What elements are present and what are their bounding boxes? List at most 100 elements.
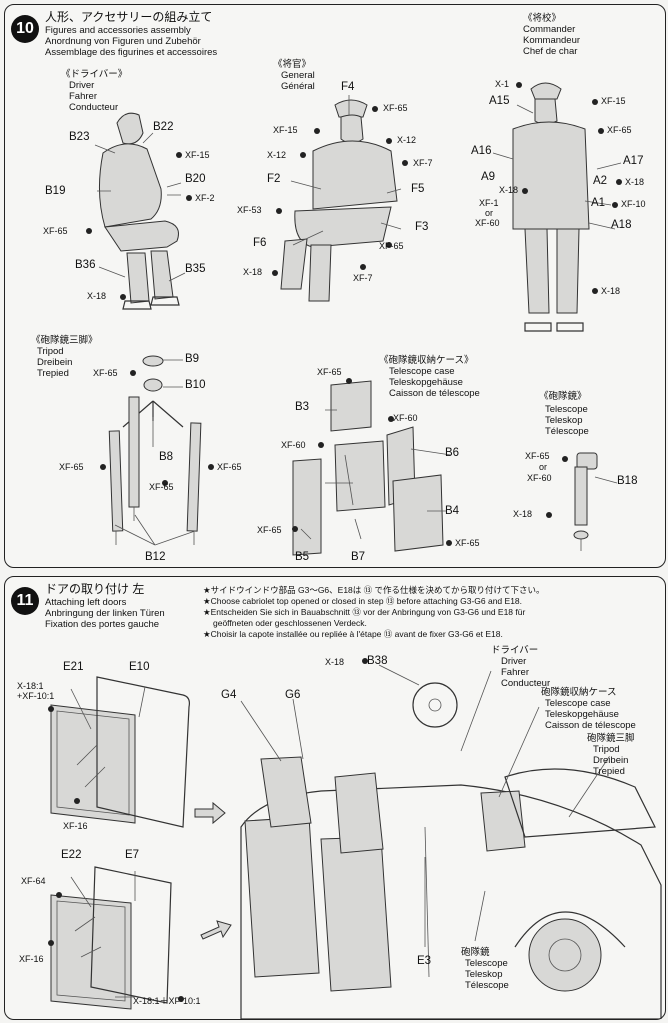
general-figure [280,99,398,302]
part-b22: B22 [153,121,174,133]
paint-or-telescope: or [539,462,548,472]
part-f6: F6 [253,237,267,249]
paint-xf15-general: XF-15 [273,125,298,135]
part-b18: B18 [617,475,638,487]
paint-x12-general-b: X-12 [267,150,287,160]
part-e10: E10 [129,661,150,673]
paint-or-commander: or [485,208,494,218]
driver-label-fr: Conducteur [69,102,119,113]
part-f5: F5 [411,183,425,195]
telescope-drawing [573,452,598,551]
step-11-paint-dots [48,658,368,1002]
tripod11-label-jp: 砲隊鏡三脚 [587,733,635,744]
paint-xf65-tripod-a: XF-65 [93,368,118,378]
step-11-note-jp: ★サイドウインドウ部品 G3～G6、E18は ⑬ で作る仕様を決めてから取り付け… [203,585,545,595]
paint-x18-commander-a: X-18 [625,177,645,187]
tripod11-label-fr: Trepied [593,766,625,777]
telescope11-label-jp: 砲隊鏡 [461,947,490,958]
paint-xf65-telescope: XF-65 [525,451,550,461]
paint-x18-telescope: X-18 [513,509,533,519]
car-body-drawing [240,682,662,1019]
part-a17: A17 [623,155,644,167]
paint-xf65-commander: XF-65 [607,125,632,135]
step-10-illustrations [86,82,622,556]
paint-xf16-upper: XF-16 [63,821,88,831]
telescope-label-en: Telescope [545,404,588,415]
driver-label-de: Fahrer [69,91,97,102]
part-a1: A1 [591,197,606,209]
step-10-title-jp: 人形、アクセサリーの組み立て [45,10,213,24]
telescope-case11-label-fr: Caisson de télescope [545,720,636,731]
telescope-case-label-fr: Caisson de télescope [389,388,480,399]
paint-xf65-driver: XF-65 [43,226,68,236]
paint-x18-b38: X-18 [325,657,345,667]
part-b9: B9 [185,353,200,365]
part-b4: B4 [445,505,460,517]
part-e3: E3 [417,955,432,967]
part-b19: B19 [45,185,66,197]
part-f2: F2 [267,173,281,185]
telescope-case-drawing [292,380,444,556]
commander-label-en: Commander [523,24,576,35]
part-f3: F3 [415,221,429,233]
telescope-case11-label-en: Telescope case [545,698,611,709]
driver-label-en: Driver [69,80,95,91]
paint-xf53-general: XF-53 [237,205,262,215]
paint-x18-commander-b: X-18 [499,185,519,195]
driver-figure [98,112,180,310]
driver-label-jp: 《ドライバー》 [61,69,128,80]
paint-xf60-case-a: XF-60 [393,413,418,423]
paint-xf7-general-b: XF-7 [353,273,373,283]
paint-xf60-commander: XF-60 [475,218,500,228]
part-b3: B3 [295,401,310,413]
paint-xf65-case-a: XF-65 [317,367,342,377]
general-label-fr: Général [281,81,315,92]
paint-xf65-case-b: XF-65 [257,525,282,535]
step-10-panel: 10 人形、アクセサリーの組み立て Figures and accessorie… [4,4,666,568]
commander-label-de: Kommandeur [523,35,581,46]
part-b23: B23 [69,131,90,143]
tripod11-label-en: Tripod [593,744,620,755]
telescope-label-de: Teleskop [545,415,583,426]
paint-mix1a: X-18:1 [17,681,44,691]
tripod-label-en: Tripod [37,346,64,357]
paint-x18-commander-c: X-18 [601,286,621,296]
telescope-case-label-en: Telescope case [389,366,455,377]
tripod-label-jp: 《砲隊鏡三脚》 [31,335,98,346]
paint-x18-driver: X-18 [87,291,107,301]
part-b20: B20 [185,173,206,185]
paint-x12-general-a: X-12 [397,135,417,145]
part-a15: A15 [489,95,510,107]
telescope-case-label-de: Teleskopgehäuse [389,377,463,388]
telescope-case11-label-jp: 砲隊鏡収納ケース [541,687,617,698]
paint-xf7-general-a: XF-7 [413,158,433,168]
telescope-label-jp: 《砲隊鏡》 [539,391,587,402]
arrow-right-upper [194,801,226,825]
part-b38: B38 [367,655,388,667]
telescope-case11-label-de: Teleskopgehäuse [545,709,619,720]
paint-xf16-lower: XF-16 [19,954,44,964]
driver11-label-jp: ドライバー [491,645,539,656]
paint-xf65-tripod-c: XF-65 [217,462,242,472]
part-b7: B7 [351,551,366,563]
telescope11-label-fr: Télescope [465,980,509,991]
part-a9: A9 [481,171,496,183]
part-a2: A2 [593,175,608,187]
step-11-title-en: Attaching left doors [45,597,127,608]
paint-x1-commander: X-1 [495,79,510,89]
part-f4: F4 [341,81,355,93]
step-11-note-de-1: ★Entscheiden Sie sich in Bauabschnitt ⑬ … [203,607,526,617]
paint-xf65-general-head: XF-65 [383,103,408,113]
paint-xf65-tripod-d: XF-65 [149,482,174,492]
step-11-title-de: Anbringung der linken Türen [45,608,165,619]
paint-mix1b: +XF-10:1 [17,691,55,701]
driver11-label-de: Fahrer [501,667,529,678]
part-b8: B8 [159,451,174,463]
paint-xf60-case-b: XF-60 [281,440,306,450]
part-e22: E22 [61,849,82,861]
part-g4: G4 [221,689,237,701]
commander-label-fr: Chef de char [523,46,578,57]
part-e21: E21 [63,661,84,673]
telescope-case-label-jp: 《砲隊鏡収納ケース》 [379,355,474,366]
part-a16: A16 [471,145,492,157]
